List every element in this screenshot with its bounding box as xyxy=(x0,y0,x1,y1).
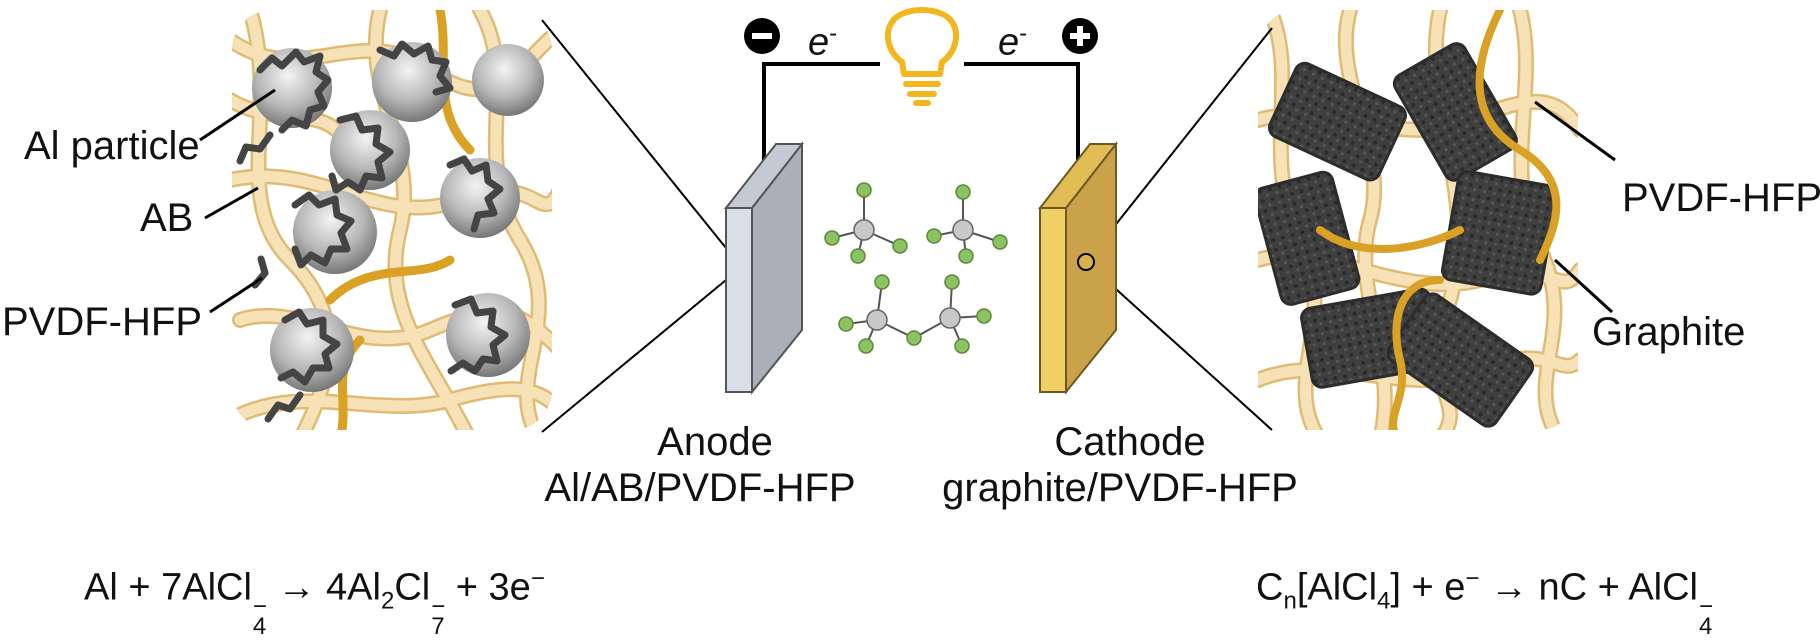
plus-terminal-icon xyxy=(1062,18,1098,54)
ab-chains xyxy=(236,40,509,423)
right-leader-lines xyxy=(1534,100,1616,314)
battery-diagram: Al particle AB PVDF-HFP PVDF-HFP Graphit… xyxy=(2,7,1820,638)
anode-zoom-lines xyxy=(541,19,727,433)
electron-label-left: e- xyxy=(808,20,838,64)
cathode-microstructure xyxy=(1258,10,1578,430)
electrolyte-molecules xyxy=(824,182,1008,354)
label-anode-composition: Al/AB/PVDF-HFP xyxy=(544,466,856,510)
minus-terminal-icon xyxy=(744,18,780,54)
electron-label-right: e- xyxy=(998,20,1028,64)
label-ab: AB xyxy=(140,196,194,240)
label-cathode-composition: graphite/PVDF-HFP xyxy=(942,466,1298,510)
label-al-particle: Al particle xyxy=(24,124,200,168)
anode-equation: Al + 7AlCl−4 → 4Al2Cl−7 + 3e− xyxy=(84,565,545,640)
label-graphite: Graphite xyxy=(1592,310,1746,354)
anode-plate xyxy=(723,141,805,395)
left-leader-lines xyxy=(199,88,276,314)
label-pvdf-left: PVDF-HFP xyxy=(2,300,202,344)
cathode-equation: Cn[AlCl4] + e− → nC + AlCl−4 xyxy=(1256,565,1714,640)
external-circuit xyxy=(762,62,1080,180)
zoom-spot xyxy=(1077,253,1095,271)
graphite-flakes xyxy=(1258,42,1559,428)
anode-microstructure xyxy=(232,10,552,430)
lightbulb-icon xyxy=(884,7,960,106)
label-pvdf-right: PVDF-HFP xyxy=(1622,176,1820,220)
label-anode: Anode xyxy=(657,420,773,464)
label-cathode: Cathode xyxy=(1054,420,1206,464)
diagram-graphics xyxy=(199,7,1616,433)
cathode-plate xyxy=(1037,141,1119,395)
